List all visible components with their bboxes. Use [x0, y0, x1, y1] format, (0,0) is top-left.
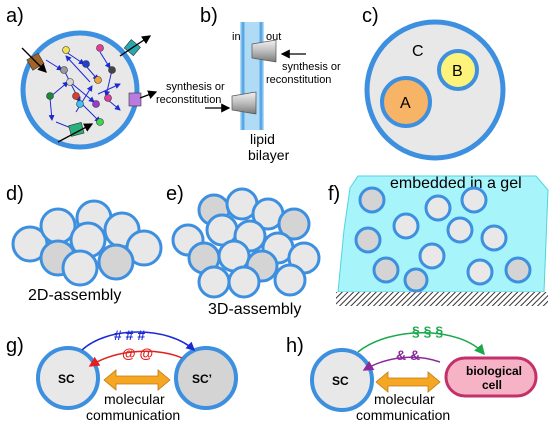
biological-cell — [444, 356, 538, 398]
assembly-2d-caption: 2D-assembly — [28, 287, 121, 304]
sc-cell — [310, 348, 374, 412]
reverse-signal-arrow-h — [362, 356, 441, 371]
communication-caption-h-line1: molecular — [374, 391, 435, 407]
panel-e: e) 3D-assembly — [166, 183, 321, 318]
hash-symbols: # # # — [114, 327, 145, 343]
communication-double-arrow — [103, 369, 171, 391]
assembly-3d — [171, 187, 321, 299]
sc-right-label: SC’ — [192, 372, 212, 386]
sc-left-label: SC — [58, 372, 75, 386]
synthesis-left-line2: reconstitution — [156, 94, 221, 106]
panel-b-label: b) — [200, 5, 218, 27]
synthesis-right-line1: synthesis or — [282, 61, 341, 73]
bio-cell-label-line2: cell — [482, 378, 502, 392]
panel-c-label: c) — [362, 5, 379, 27]
panel-h: h) SC biological cell § § § & & molecula… — [286, 323, 538, 423]
assembly-3d-caption: 3D-assembly — [208, 301, 301, 318]
compartment-a — [380, 76, 432, 128]
bio-cell-label-line1: biological — [466, 364, 522, 378]
compartment-b — [437, 49, 479, 91]
communication-caption-h-line2: communication — [356, 407, 450, 423]
forward-signal-arrow — [81, 331, 196, 352]
assembly-2d — [11, 199, 163, 287]
synthesis-left-line1: synthesis or — [166, 81, 225, 93]
panel-b: b) in out synthesis or reconstitution sy… — [156, 5, 341, 163]
gel-substrate — [336, 292, 548, 306]
compartment-b-label: B — [452, 63, 463, 80]
lipid-label-line1: lipid — [250, 131, 275, 147]
forward-signal-arrow-h — [357, 332, 485, 356]
panel-g: g) SC SC’ # # # @ @ molecular communicat… — [6, 327, 238, 423]
sc-right-cell — [174, 346, 238, 410]
section-symbols: § § § — [412, 323, 443, 339]
compartment-a-label: A — [400, 95, 411, 112]
communication-caption-line2: communication — [86, 407, 180, 423]
out-label: out — [266, 31, 281, 43]
lipid-label-line2: bilayer — [248, 147, 290, 163]
in-label: in — [232, 31, 241, 43]
molecules — [46, 44, 116, 134]
transport-arrows — [21, 35, 158, 143]
panel-g-label: g) — [6, 335, 24, 357]
panel-d: d) 2D-assembly — [6, 183, 163, 304]
panel-f: f) embedded in a gel — [328, 175, 549, 306]
reverse-signal-arrow — [88, 350, 183, 367]
channel-bottom — [231, 91, 257, 115]
amp-symbols: & & — [396, 347, 420, 363]
panel-d-label: d) — [6, 183, 24, 205]
compartment-c-label: C — [412, 43, 424, 60]
synthesis-right-line2: reconstitution — [266, 74, 331, 86]
at-symbols: @ @ — [122, 345, 153, 361]
panel-f-label: f) — [328, 183, 340, 205]
panel-e-label: e) — [166, 183, 184, 205]
gel-caption: embedded in a gel — [390, 175, 522, 192]
sc-label: SC — [332, 374, 349, 388]
embedded-cells — [354, 186, 532, 293]
communication-caption-line1: molecular — [104, 391, 165, 407]
channel-top — [251, 39, 277, 63]
communication-double-arrow-h — [375, 371, 441, 393]
panel-h-label: h) — [286, 335, 304, 357]
panel-a-label: a) — [6, 5, 24, 27]
panel-a: a) — [6, 5, 158, 150]
sc-left-cell — [36, 346, 100, 410]
panel-c: c) C A B — [362, 5, 506, 161]
